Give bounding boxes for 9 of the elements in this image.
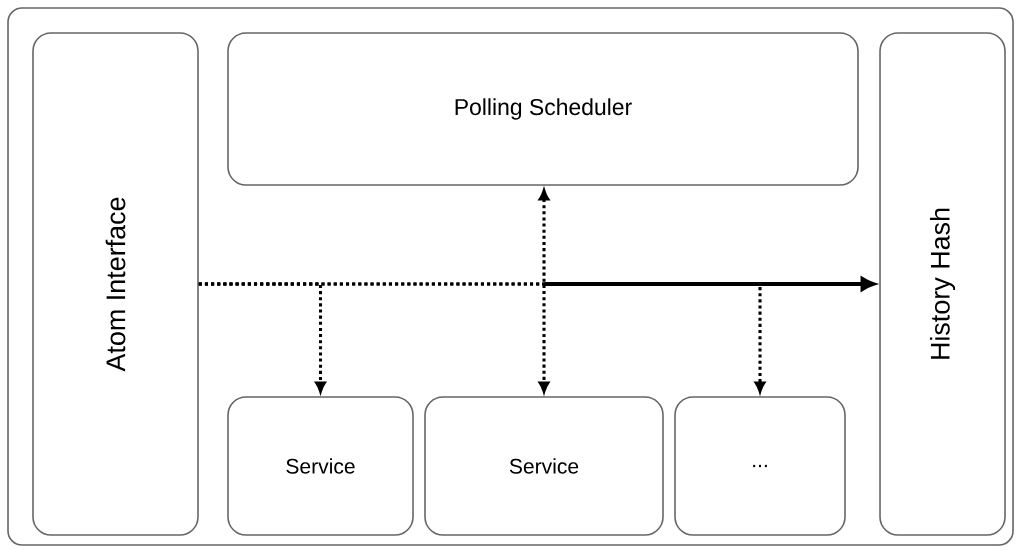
component-box: ... [674,396,846,536]
arrow [198,276,876,292]
component-box: Service [227,396,414,536]
component-box: History Hash [879,32,1006,536]
arrow [538,189,550,393]
container-box [7,7,1014,546]
component-box: Atom Interface [32,32,199,536]
component-box: Polling Scheduler [227,32,859,186]
component-box: Service [424,396,664,536]
